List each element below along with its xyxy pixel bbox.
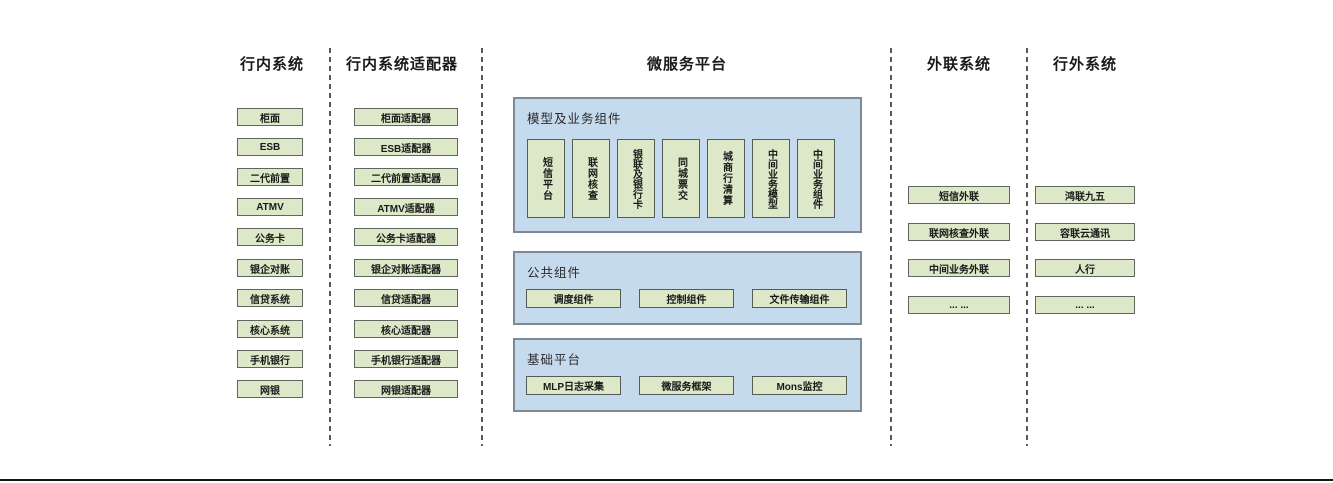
- outlink-box: 短信外联: [908, 186, 1010, 204]
- component-box: 银联及银行卡: [617, 139, 655, 218]
- outlink-box: ... ...: [908, 296, 1010, 314]
- component-box: 城商行清算: [707, 139, 745, 218]
- column-title-microservice-platform: 微服务平台: [646, 56, 727, 73]
- column-divider: [1026, 48, 1028, 446]
- component-box: Mons监控: [752, 376, 847, 395]
- system-box: 二代前置: [237, 168, 303, 186]
- adapter-box: ESB适配器: [354, 138, 458, 156]
- column-divider: [890, 48, 892, 446]
- component-box: 中间业务模型: [752, 139, 790, 218]
- panel-common-components: 公共组件 调度组件 控制组件 文件传输组件: [513, 251, 862, 325]
- component-box: 调度组件: [526, 289, 621, 308]
- vertical-box-row: 短信平台 联网核查 银联及银行卡 同城票交 城商行清算 中间业务模型 中间业务组…: [527, 139, 835, 218]
- external-box: 人行: [1035, 259, 1135, 277]
- column-title-external-systems: 行外系统: [1052, 56, 1117, 73]
- adapter-box: 信贷适配器: [354, 289, 458, 307]
- system-box: ESB: [237, 138, 303, 156]
- system-box: 手机银行: [237, 350, 303, 368]
- adapter-box: 二代前置适配器: [354, 168, 458, 186]
- external-box: 鸿联九五: [1035, 186, 1135, 204]
- panel-title: 公共组件: [527, 266, 582, 280]
- adapter-box: 手机银行适配器: [354, 350, 458, 368]
- outlink-box: 中间业务外联: [908, 259, 1010, 277]
- component-box: 联网核查: [572, 139, 610, 218]
- outlink-box: 联网核查外联: [908, 223, 1010, 241]
- component-box: 文件传输组件: [752, 289, 847, 308]
- adapter-box: 银企对账适配器: [354, 259, 458, 277]
- column-divider: [481, 48, 483, 446]
- component-box: 同城票交: [662, 139, 700, 218]
- system-box: 信贷系统: [237, 289, 303, 307]
- column-title-internal-systems: 行内系统: [239, 56, 304, 73]
- system-box: ATMV: [237, 198, 303, 216]
- component-box: MLP日志采集: [526, 376, 621, 395]
- system-box: 核心系统: [237, 320, 303, 338]
- system-box: 网银: [237, 380, 303, 398]
- bottom-rule: [0, 479, 1333, 481]
- adapter-box: 核心适配器: [354, 320, 458, 338]
- external-box: 容联云通讯: [1035, 223, 1135, 241]
- panel-base-platform: 基础平台 MLP日志采集 微服务框架 Mons监控: [513, 338, 862, 412]
- component-box: 微服务框架: [639, 376, 734, 395]
- column-divider: [329, 48, 331, 446]
- system-box: 银企对账: [237, 259, 303, 277]
- panel-model-business-components: 模型及业务组件 短信平台 联网核查 银联及银行卡 同城票交 城商行清算 中间业务…: [513, 97, 862, 233]
- column-title-internal-adapters: 行内系统适配器: [345, 56, 458, 73]
- panel-title: 基础平台: [527, 353, 582, 367]
- panel-title: 模型及业务组件: [527, 112, 622, 126]
- system-box: 公务卡: [237, 228, 303, 246]
- system-box: 柜面: [237, 108, 303, 126]
- adapter-box: ATMV适配器: [354, 198, 458, 216]
- external-box: ... ...: [1035, 296, 1135, 314]
- component-box: 短信平台: [527, 139, 565, 218]
- column-title-outlink-systems: 外联系统: [926, 56, 991, 73]
- adapter-box: 柜面适配器: [354, 108, 458, 126]
- component-box: 控制组件: [639, 289, 734, 308]
- adapter-box: 公务卡适配器: [354, 228, 458, 246]
- adapter-box: 网银适配器: [354, 380, 458, 398]
- component-box: 中间业务组件: [797, 139, 835, 218]
